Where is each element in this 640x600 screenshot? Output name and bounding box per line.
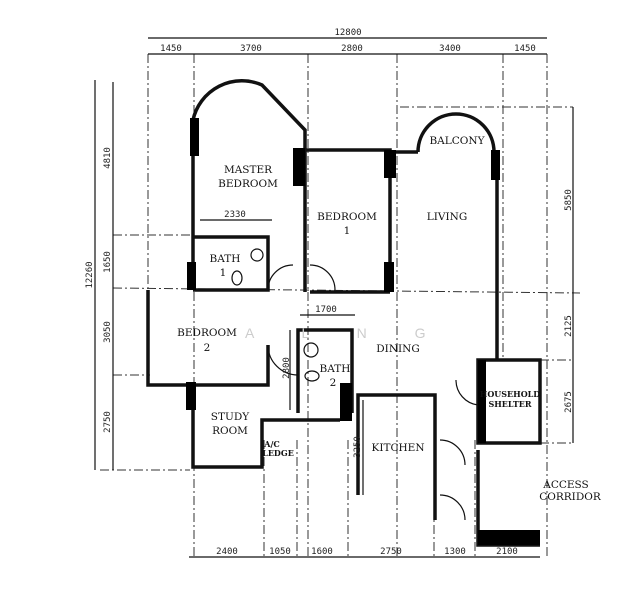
label-kitchen: KITCHEN: [371, 442, 424, 454]
label-bath1-2: 1: [220, 267, 227, 279]
dim-overall-height: 12260: [85, 261, 95, 288]
bottom-dimensions: 2400 1050 1600 2750 1300 2100: [216, 547, 518, 557]
dim-bath2-depth: 2800: [282, 357, 292, 379]
label-study-1: STUDY: [211, 411, 250, 423]
top-dimensions: 12800 1450 3700 2800 3400 1450: [160, 28, 536, 54]
dim-bath2-width: 1700: [315, 305, 337, 315]
label-ac-ledge-1: A/C: [263, 439, 280, 449]
dim-right-1: 5850: [564, 189, 574, 211]
right-dimensions: 5850 2125 2675: [564, 189, 574, 413]
label-access-corridor-2: CORRIDOR: [539, 491, 602, 503]
dim-top-2: 3700: [240, 44, 262, 54]
watermark: A L N G: [245, 325, 448, 341]
label-dining: DINING: [376, 343, 419, 355]
label-bath1-1: BATH: [210, 253, 241, 265]
dim-top-5: 1450: [514, 44, 536, 54]
dim-left-2: 1650: [103, 251, 113, 273]
label-shelter-1: HOUSEHOLD: [480, 389, 541, 399]
grid-lines: [100, 54, 581, 557]
dim-left-1: 4810: [103, 147, 113, 169]
label-study-2: ROOM: [212, 425, 248, 437]
dim-right-2: 2125: [564, 315, 574, 337]
dim-bottom-4: 2750: [380, 547, 402, 557]
label-bath2-2: 2: [330, 377, 337, 389]
dim-top-1: 1450: [160, 44, 182, 54]
label-master-bedroom-2: BEDROOM: [218, 178, 278, 190]
left-dimensions: 12260 4810 1650 3050 2750: [85, 147, 113, 433]
label-living: LIVING: [427, 211, 467, 223]
dim-top-3: 2800: [341, 44, 363, 54]
dim-bath1-width: 2330: [224, 210, 246, 220]
label-master-bedroom-1: MASTER: [224, 164, 273, 176]
label-bedroom2-1: BEDROOM: [177, 327, 237, 339]
label-bedroom1-2: 1: [344, 225, 351, 237]
dim-bottom-5: 1300: [444, 547, 466, 557]
label-bedroom2-2: 2: [204, 342, 211, 354]
label-access-corridor-1: ACCESS: [542, 479, 589, 491]
dim-bottom-1: 2400: [216, 547, 238, 557]
dim-overall-width: 12800: [334, 28, 361, 38]
label-balcony: BALCONY: [429, 135, 485, 147]
label-shelter-2: SHELTER: [488, 399, 531, 409]
dim-left-3: 3050: [103, 321, 113, 343]
walls: [146, 79, 542, 547]
dim-kitchen-depth: 3250: [353, 436, 363, 458]
inner-dimensions: 2330 1700 2800 3250: [224, 210, 363, 458]
label-bath2-1: BATH: [320, 363, 351, 375]
dim-left-4: 2750: [103, 411, 113, 433]
dim-right-3: 2675: [564, 391, 574, 413]
dim-bottom-2: 1050: [269, 547, 291, 557]
dim-bottom-6: 2100: [496, 547, 518, 557]
label-bedroom1-1: BEDROOM: [317, 211, 377, 223]
label-ac-ledge-2: LEDGE: [262, 448, 294, 458]
dimension-lines: [94, 37, 574, 558]
dim-top-4: 3400: [439, 44, 461, 54]
dim-bottom-3: 1600: [311, 547, 333, 557]
room-labels: MASTER BEDROOM BEDROOM 1 LIVING BALCONY …: [177, 135, 602, 503]
